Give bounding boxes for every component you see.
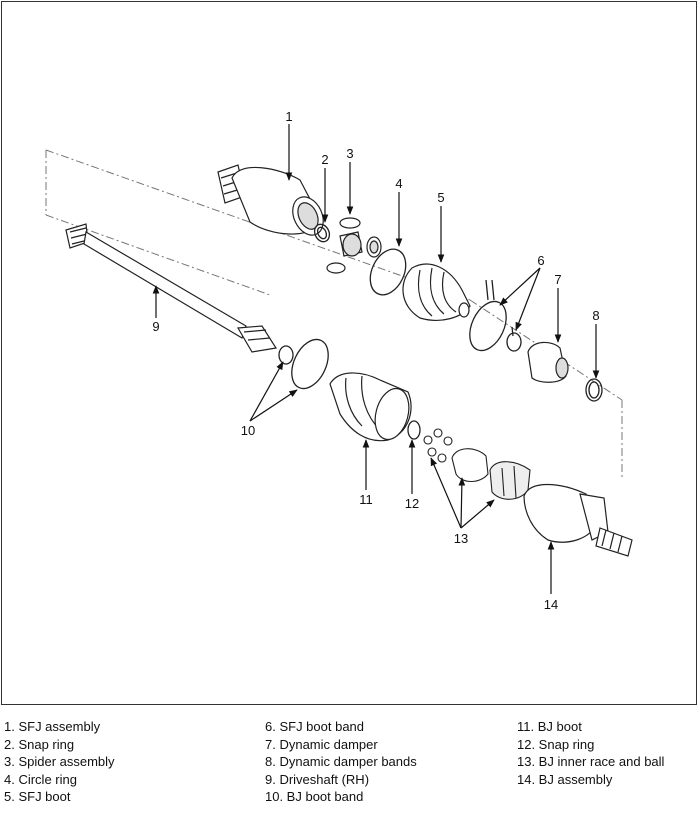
bj-boot-part	[329, 372, 412, 442]
legend-column-2: 6. SFJ boot band 7. Dynamic damper 8. Dy…	[265, 718, 417, 806]
driveshaft-exploded-diagram: 1 2 3 4 5 6 7 8 9 10 11 12 13 14	[45, 109, 633, 612]
callout-2: 2	[321, 152, 328, 167]
leader-13b	[458, 477, 466, 529]
callout-4: 4	[395, 176, 402, 191]
circle-ring-part	[369, 248, 407, 296]
leader-6a	[499, 267, 541, 306]
leader-6b	[515, 267, 541, 331]
snap-ring-12-part	[407, 420, 421, 440]
callout-5: 5	[437, 190, 444, 205]
callout-8: 8	[592, 308, 599, 323]
callout-3: 3	[346, 146, 353, 161]
driveshaft-part	[65, 223, 277, 353]
legend-column-3: 11. BJ boot 12. Snap ring 13. BJ inner r…	[517, 718, 664, 788]
bj-inner-race-and-ball-part	[423, 428, 531, 500]
leader-10b	[249, 389, 298, 422]
callout-6: 6	[537, 253, 544, 268]
diagram-frame	[1, 1, 697, 705]
leader-10a	[249, 361, 284, 422]
callout-14: 14	[544, 597, 558, 612]
legend-item: 2. Snap ring	[4, 736, 75, 752]
callout-1: 1	[285, 109, 292, 124]
legend-item: 13. BJ inner race and ball	[517, 754, 665, 770]
callout-13: 13	[454, 531, 468, 546]
legend-item: 11. BJ boot	[517, 719, 582, 734]
sfj-assembly-part	[217, 164, 324, 236]
leader-lines	[152, 124, 600, 594]
spider-assembly-part	[326, 217, 382, 274]
legend-item: 12. Snap ring	[517, 736, 595, 752]
bj-assembly-part	[523, 484, 633, 557]
parts-legend: 1. SFJ assembly 2. Snap ring 3. Spider a…	[4, 718, 698, 818]
snap-ring-2-part	[313, 223, 331, 243]
legend-item: 1. SFJ assembly	[4, 719, 101, 734]
leader-13c	[460, 499, 495, 529]
callout-12: 12	[405, 496, 419, 511]
legend-item: 5. SFJ boot	[4, 789, 71, 805]
leader-13a	[430, 457, 462, 529]
legend-item: 3. Spider assembly	[4, 754, 115, 770]
dynamic-damper-band-part	[585, 378, 603, 402]
legend-item: 7. Dynamic damper	[265, 736, 378, 752]
legend-item: 9. Driveshaft (RH)	[265, 771, 370, 787]
legend-column-1: 1. SFJ assembly 2. Snap ring 3. Spider a…	[4, 718, 115, 806]
dynamic-damper-part	[527, 341, 569, 383]
assembly-boundary	[45, 149, 623, 478]
legend-item: 10. BJ boot band	[265, 789, 364, 805]
legend-item: 8. Dynamic damper bands	[265, 754, 417, 770]
sfj-boot-part	[402, 263, 471, 321]
sfj-boot-band-part	[469, 279, 522, 352]
legend-item: 14. BJ assembly	[517, 771, 613, 787]
bj-boot-band-part	[278, 338, 329, 390]
callout-11: 11	[359, 492, 373, 507]
callout-10: 10	[241, 423, 255, 438]
legend-item: 6. SFJ boot band	[265, 719, 365, 734]
callout-7: 7	[554, 272, 561, 287]
callout-9: 9	[152, 319, 159, 334]
legend-item: 4. Circle ring	[4, 771, 77, 787]
